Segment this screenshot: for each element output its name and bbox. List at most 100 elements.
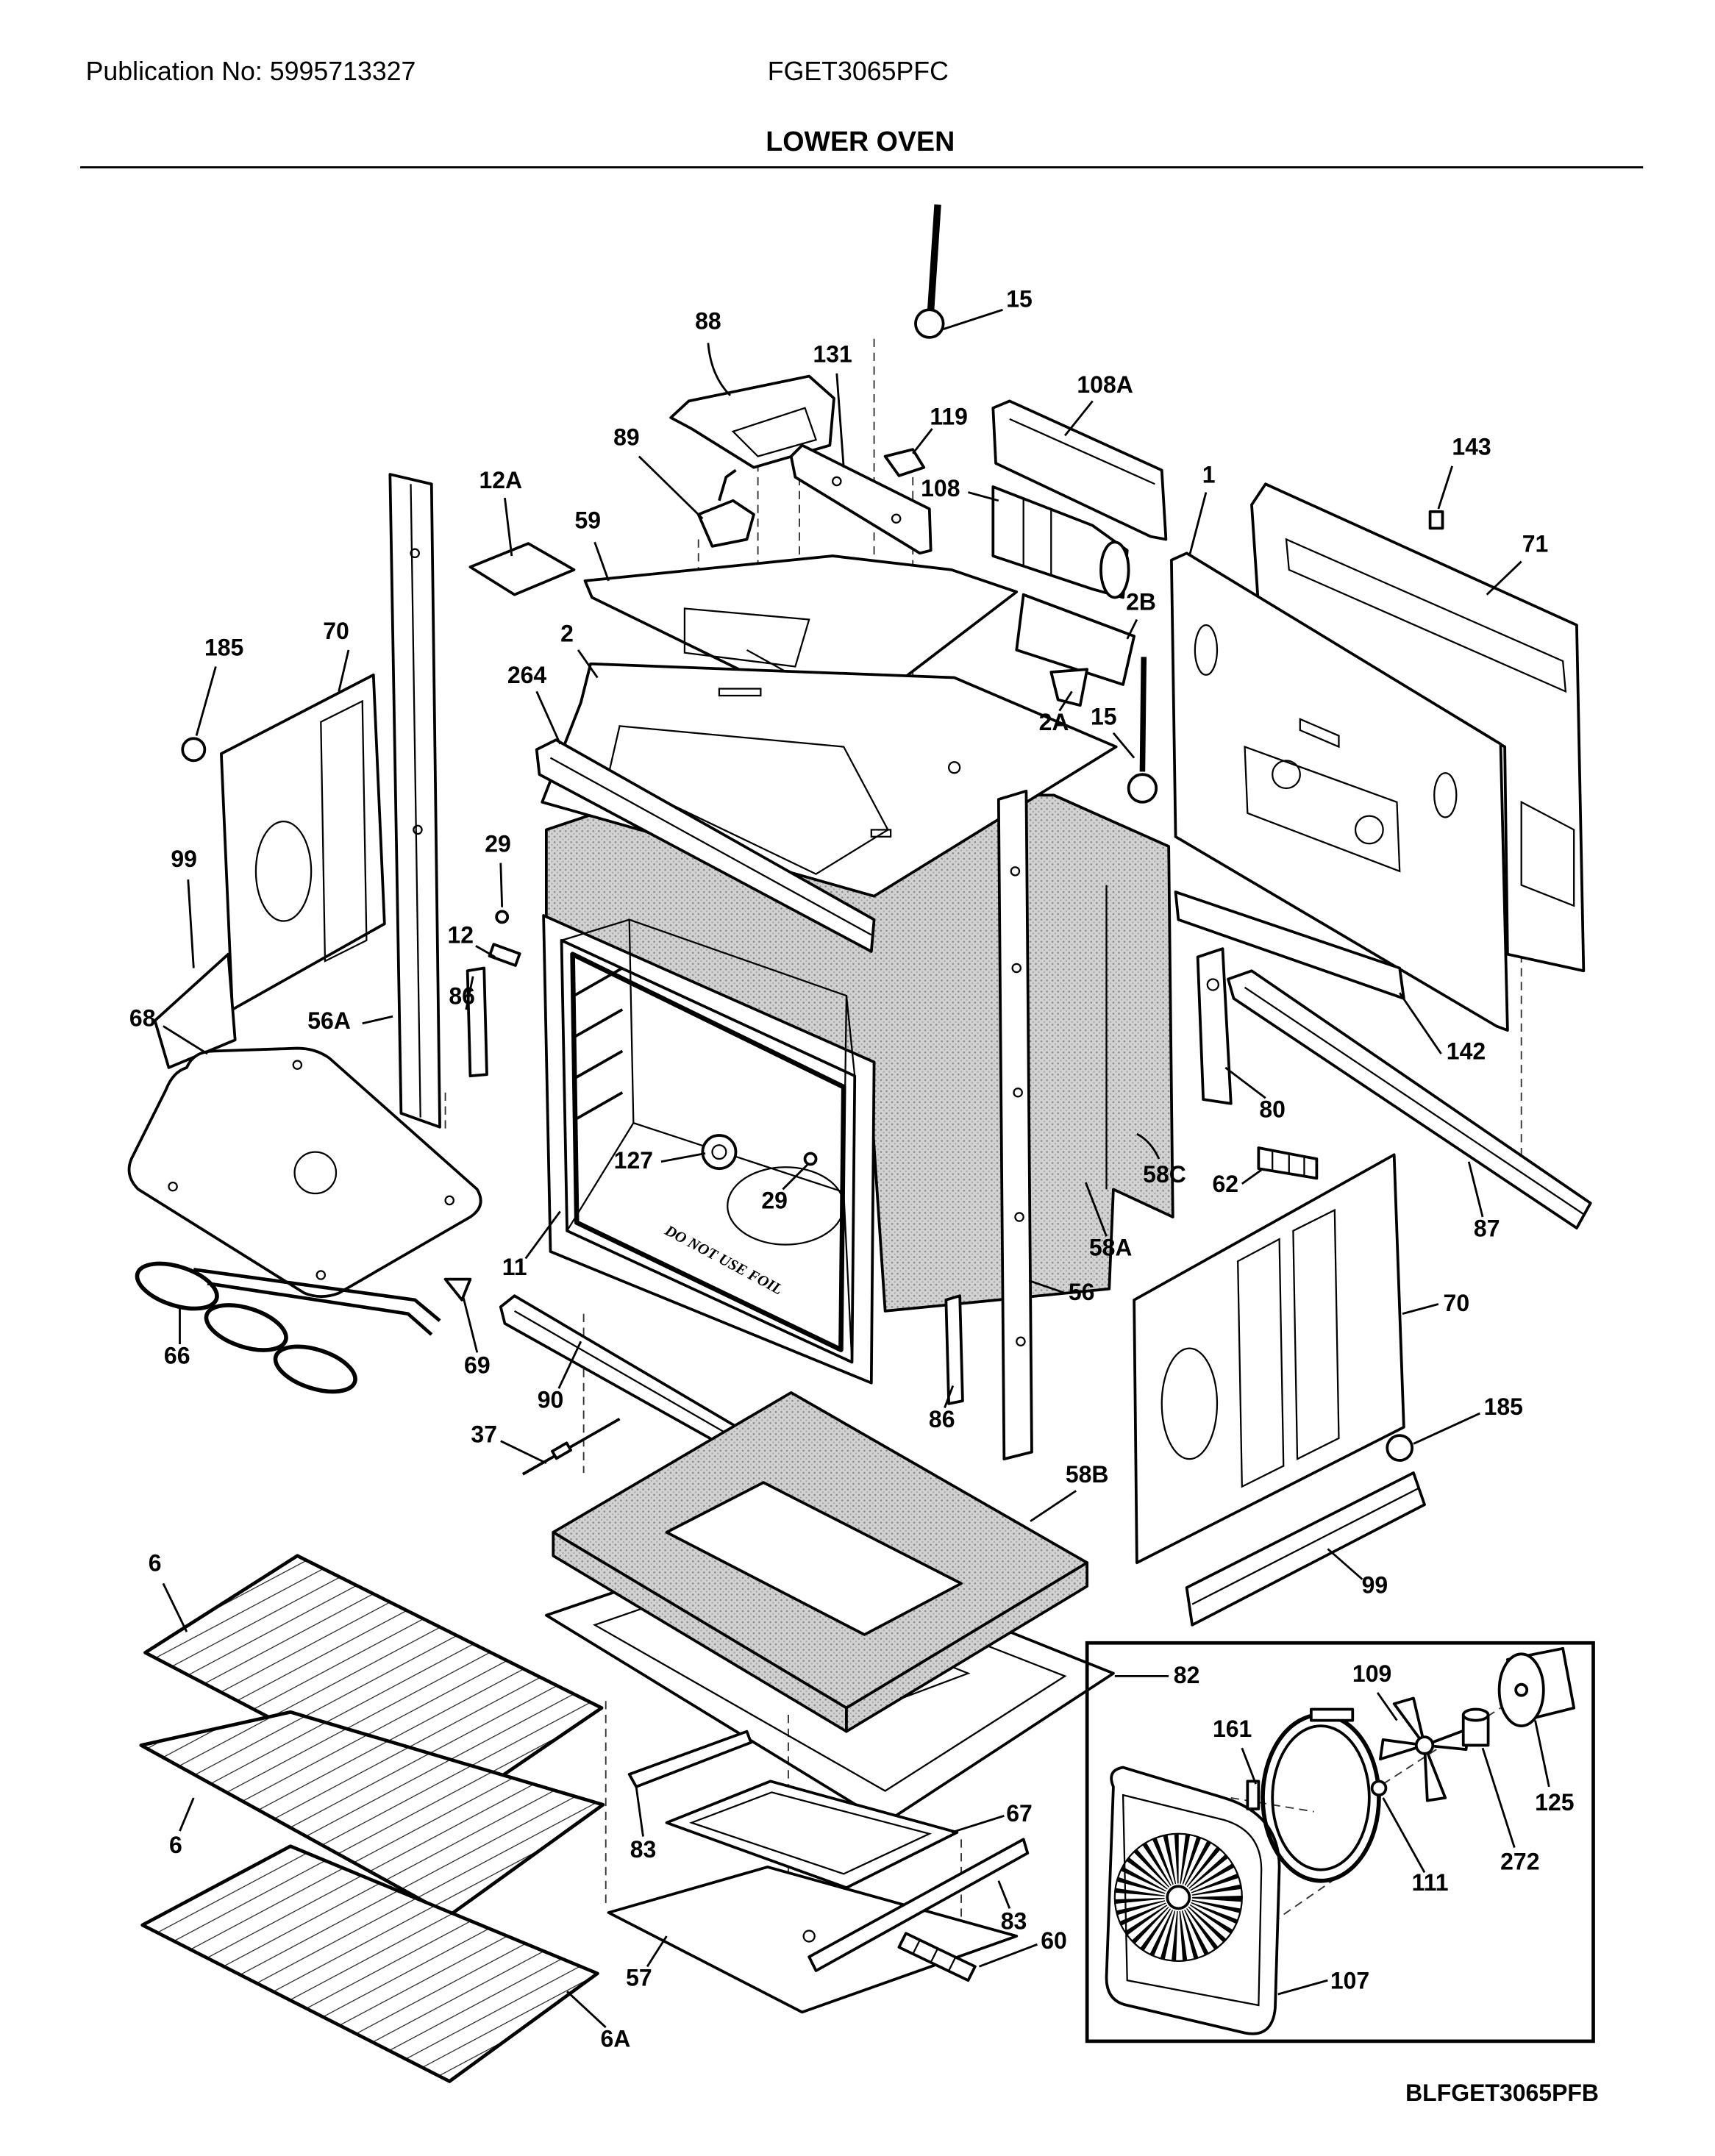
fan-blade-109 xyxy=(1379,1696,1471,1802)
leader-line xyxy=(557,1341,582,1389)
rail-outline xyxy=(1227,969,1592,1229)
publication-number: Publication No: 5995713327 xyxy=(86,57,416,86)
callout-label: 264 xyxy=(507,662,547,688)
leader-line xyxy=(577,649,599,679)
callout-label: 60 xyxy=(1041,1927,1067,1954)
top-panel-hole xyxy=(947,761,961,774)
bracket-80 xyxy=(1196,947,1233,1105)
spacer-body xyxy=(1386,1434,1414,1462)
screw-29-top xyxy=(495,910,510,924)
callout-label: 99 xyxy=(171,846,197,872)
bottom-plate-hole xyxy=(802,1930,816,1943)
light-assembly-15-top xyxy=(914,204,945,339)
leader-line xyxy=(1241,1747,1257,1785)
rail-edge xyxy=(1244,986,1584,1216)
strip-outline xyxy=(627,1730,753,1788)
leader-line xyxy=(593,541,610,582)
fan-mount-plate xyxy=(1244,745,1401,873)
leader-line xyxy=(465,976,474,1010)
spacer-body xyxy=(181,737,207,763)
fan-mount-hole xyxy=(1354,815,1384,845)
cover-88 xyxy=(669,374,835,469)
leader-line xyxy=(1486,560,1522,596)
bracket-outline xyxy=(1196,947,1233,1105)
page-header: Publication No: 5995713327 FGET3065PFC L… xyxy=(80,57,1644,168)
switch-89 xyxy=(696,468,755,548)
leader-line xyxy=(660,1152,706,1163)
leader-line xyxy=(1224,1066,1266,1099)
leader-line xyxy=(1112,732,1135,759)
rack-guide xyxy=(573,966,624,1121)
callout-label: 125 xyxy=(1535,1789,1574,1816)
cover-inner xyxy=(731,407,818,457)
side-panel-70-left xyxy=(220,673,386,1011)
sensor-body xyxy=(488,943,521,967)
screw-29-cavity xyxy=(803,1152,818,1166)
clip-body xyxy=(1428,510,1444,530)
leader-line xyxy=(1126,618,1138,640)
thermostat-119 xyxy=(883,448,926,477)
callout-label: 6 xyxy=(169,1832,182,1858)
rail-edge xyxy=(410,484,421,1118)
leader-line xyxy=(638,455,704,520)
leader-line xyxy=(968,491,999,502)
callout-label: 37 xyxy=(471,1421,497,1448)
convection-motor-125 xyxy=(1497,1646,1576,1727)
rail-hole xyxy=(1014,1212,1024,1222)
leader-line xyxy=(951,1815,1005,1834)
callout-label: 15 xyxy=(1006,286,1033,313)
bracket-99-right xyxy=(1185,1471,1426,1627)
switch-body xyxy=(696,499,755,548)
fan-grille xyxy=(1114,1833,1242,1961)
callout-label: 142 xyxy=(1447,1038,1486,1065)
front-trim-edge xyxy=(549,757,872,936)
rail-56a xyxy=(388,473,441,1129)
fan-cover-inner xyxy=(1122,1793,1263,2007)
leader-line xyxy=(462,1296,479,1353)
screw-head xyxy=(495,910,510,924)
rail-87 xyxy=(1227,969,1592,1229)
callout-label: 89 xyxy=(613,424,640,451)
element-ring-outer xyxy=(1261,1713,1381,1883)
callout-label: 86 xyxy=(929,1406,955,1432)
element-loop xyxy=(135,1261,219,1311)
leader-line xyxy=(1467,1161,1484,1218)
leader-line xyxy=(1327,1548,1363,1580)
duct-opening xyxy=(683,607,810,668)
leader-line xyxy=(635,1786,644,1837)
leader-line xyxy=(524,1210,561,1260)
clip-body xyxy=(443,1277,472,1302)
rail-56 xyxy=(996,789,1033,1461)
page-footer: BLFGET3065PFB xyxy=(1405,2080,1599,2106)
bracket-2a xyxy=(1049,668,1089,707)
light-assembly-15-side xyxy=(1127,657,1158,804)
cavity-corner xyxy=(561,918,630,941)
callout-labels: 15 88 131 108A 119 143 89 108 1 12A 59 7… xyxy=(129,286,1575,2052)
element-loop xyxy=(273,1344,357,1394)
callout-label: 56 xyxy=(1069,1279,1095,1305)
bottom-cover-hole xyxy=(315,1270,327,1280)
bracket-60 xyxy=(897,1932,977,1982)
callout-label: 185 xyxy=(204,634,243,660)
nut-body xyxy=(1370,1780,1388,1797)
spacer-end xyxy=(1461,1707,1490,1722)
callout-label: 2A xyxy=(1039,709,1069,735)
blower-motor-108 xyxy=(991,485,1130,599)
spacer-185-left xyxy=(181,737,207,763)
rail-hole xyxy=(413,824,423,835)
back-wall-outline xyxy=(1170,552,1509,1032)
callout-label: 70 xyxy=(323,618,349,644)
side-panel-rib xyxy=(1237,1238,1285,1488)
duct-bar-2b xyxy=(1015,593,1136,686)
insulation-pad-side xyxy=(845,1561,1089,1733)
side-panel-opening xyxy=(1160,1347,1219,1460)
leader-line xyxy=(1382,1797,1426,1874)
leader-line xyxy=(1028,1279,1066,1294)
callout-label: 119 xyxy=(930,403,968,429)
insulation-pad-opening xyxy=(665,1481,963,1636)
oven-rack-6-lower xyxy=(139,1710,605,1918)
leader-line xyxy=(944,1385,955,1409)
callout-label: 111 xyxy=(1412,1869,1449,1896)
callout-label: 108A xyxy=(1077,371,1133,398)
